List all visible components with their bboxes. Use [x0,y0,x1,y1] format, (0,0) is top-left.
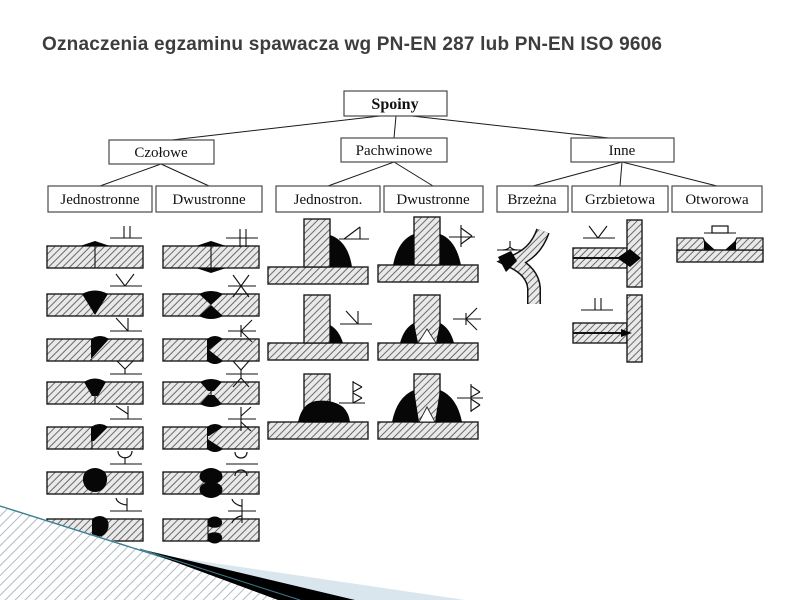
edge-weld-symbol-icon [497,241,523,251]
tree-node-pachwinowe: Pachwinowe [340,137,448,163]
slide-title: Oznaczenia egzaminu spawacza wg PN-EN 28… [42,34,663,55]
tree-node-brzezna: Brzeżna [496,185,569,213]
fillet-arrow-weld-symbol-icon [449,225,475,247]
double-j-sym-weld-symbol-icon [228,498,256,524]
weld-figure-double-j [162,498,260,544]
weld-figures [46,216,764,544]
parallel-weld-symbol-icon [110,226,142,239]
tree-node-grzbietowa: Grzbietowa [571,185,669,213]
figure-group-jednostronne-fillet-welds [267,218,372,440]
x-weld-symbol-icon [228,274,256,298]
bevel-weld-symbol-icon [340,310,372,325]
weld-figure-single-y [46,360,144,405]
tree-node-label: Brzeżna [507,192,556,208]
figure-group-dwustronne-butt-welds [162,229,260,544]
u-weld-symbol-icon [110,450,142,465]
weld-figure-double-u [162,451,260,498]
tree-node-label: Jednostronne [60,192,139,208]
weld-figure-backing-run-v [572,219,643,288]
weld-figure-double-y [162,360,260,407]
tree-node-dwustronne-pachw: Dwustronne [383,185,484,213]
weld-figure-double-bevel-k [162,319,260,364]
fillet-stacked-weld-symbol-icon [339,381,365,404]
k-weld-symbol-icon [228,319,256,343]
tree-node-otworowa: Otworowa [671,185,763,213]
tree-node-label: Inne [609,143,636,159]
figure-group-brzezna-welds [496,228,550,304]
y-weld-symbol-icon [110,360,142,375]
tree-node-label: Pachwinowe [356,143,433,159]
parallel-weld-symbol-icon [581,298,613,311]
fillet-both-weld-symbol-icon [457,384,483,412]
j-weld-symbol-icon [110,497,142,512]
figure-group-grzbietowa-welds [572,219,643,363]
tree-node-dwustronne-czolowe: Dwustronne [155,185,263,213]
tree-node-jednostronne: Jednostronne [47,185,153,213]
corner-decoration [0,505,465,600]
v-weld-symbol-icon [583,225,615,239]
weld-figure-fillet-single [267,218,369,285]
weld-figure-single-bevel [46,317,144,362]
weld-figure-single-half-y [46,405,144,450]
figure-group-dwustronne-fillet-welds [377,216,483,440]
v-weld-symbol-icon [110,273,142,287]
weld-figure-plug-weld [676,225,764,263]
weld-figure-backing-run-square [572,294,643,363]
tree-node-label: Dwustronne [396,192,470,208]
figure-group-jednostronne-butt-welds [46,226,144,542]
weld-figure-double-square-butt [162,229,260,273]
double-u-sym-weld-symbol-icon [226,451,258,477]
double-parallel-weld-symbol-icon [226,229,258,247]
weld-figure-fillet-double-run [267,373,369,440]
weld-figure-fillet-both-sides [377,216,479,283]
weld-figure-fillet-bevel-both [377,294,481,361]
tree-connectors [99,115,718,187]
tree-node-czolowe: Czołowe [108,139,215,165]
tree-node-label: Dwustronne [172,192,246,208]
tree-node-spoiny: Spoiny [343,90,448,117]
bevel-weld-symbol-icon [110,317,142,332]
half-y-weld-symbol-icon [110,405,142,420]
weld-figure-square-butt [46,226,144,269]
tree-node-label: Spoiny [371,96,418,113]
plug-weld-symbol-icon [704,225,736,234]
weld-figure-double-half-y [162,406,260,452]
tree-node-label: Czołowe [134,145,188,161]
double-y-sym-weld-symbol-icon [226,360,258,388]
weld-figure-single-v [46,273,144,317]
tree-node-label: Grzbietowa [585,192,655,208]
tree-node-inne: Inne [570,137,675,163]
weld-figure-single-u [46,450,144,495]
fillet-weld-symbol-icon [339,226,369,240]
tree-node-label: Jednostron. [294,192,363,208]
weld-figure-edge-weld [496,228,550,304]
weld-figure-fillet-bevel [267,294,372,361]
figure-group-otworowa-welds [676,225,764,263]
k-weld-symbol-icon [453,307,481,331]
weld-figure-fillet-double-both [377,373,483,440]
double-half-y-sym-weld-symbol-icon [228,406,256,432]
weld-figure-double-v-x [162,274,260,319]
tree-node-jednostron-pachw: Jednostron. [275,185,381,213]
tree-node-label: Otworowa [685,192,749,208]
